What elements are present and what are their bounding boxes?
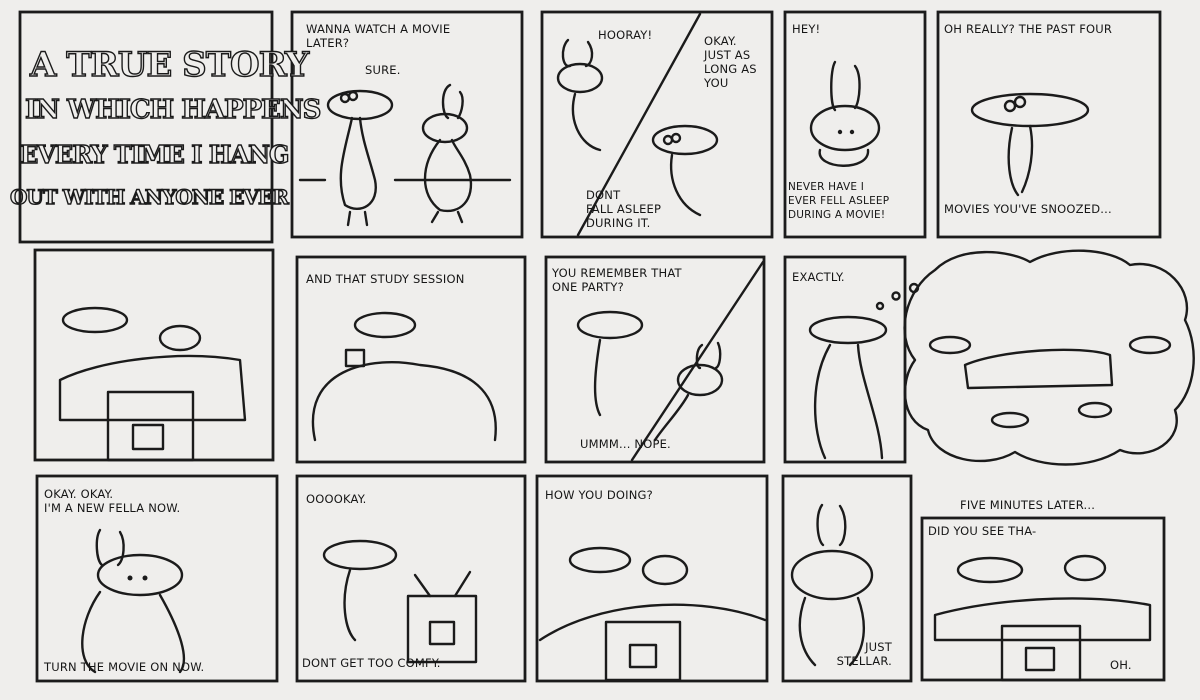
- couch-scene: [538, 546, 767, 682]
- speech-text: Oh really? The past four: [944, 22, 1113, 36]
- character-friend: [790, 503, 874, 667]
- speech-text: Did you see tha-: [928, 524, 1037, 538]
- speech-text: Turn the movie on now.: [44, 660, 205, 674]
- title-panel: [18, 10, 274, 244]
- thought-cloud: [903, 249, 1195, 466]
- panel-r2-2: [295, 255, 527, 464]
- character-cow: [808, 315, 888, 460]
- speech-text: Exactly.: [792, 270, 845, 284]
- panel-r3-3: [535, 474, 769, 683]
- panel-r3-4: [781, 474, 913, 683]
- speech-text: Okay. Just as long as you: [704, 34, 757, 90]
- speech-text: Okay. Okay. I'm a new fella now.: [44, 487, 181, 515]
- diagonal-divider: [576, 12, 702, 237]
- character-cow: [322, 539, 398, 642]
- panel-r1-5: [936, 10, 1162, 239]
- comic-title-line: In Which Happens: [24, 94, 322, 125]
- speech-text: Dont fall asleep during it.: [586, 188, 662, 230]
- character-friend: [556, 38, 604, 152]
- dream-scene: [928, 335, 1172, 429]
- speech-text: Ummm... nope.: [580, 437, 671, 451]
- character-friend: [809, 60, 881, 167]
- character-cow: [651, 124, 719, 217]
- tv: [406, 570, 478, 664]
- panel-r1-3: [540, 10, 774, 239]
- speech-text: Never have I ever fell asleep during a m…: [788, 181, 890, 221]
- character-friend: [421, 83, 473, 224]
- panel-r2-4: [783, 255, 907, 464]
- speech-text: Dont get too comfy.: [302, 656, 441, 670]
- character-cow: [326, 89, 394, 227]
- panel-r1-2: [290, 10, 524, 239]
- comic-title-line: Out With Anyone Ever: [9, 184, 289, 209]
- thought-bubble: [908, 282, 920, 294]
- character-friend: [81, 528, 186, 674]
- speech-text: How you doing?: [545, 488, 653, 502]
- speech-text: Just stellar.: [836, 640, 892, 668]
- panel-r2-1: [33, 248, 275, 462]
- speech-text: You remember that one party?: [552, 266, 682, 294]
- panel-frames: [18, 10, 1166, 683]
- panel-r1-4: [783, 10, 927, 239]
- speech-text: Hooray!: [598, 28, 653, 42]
- comic-title-line: A True Story: [29, 44, 310, 85]
- speech-text: And that study session: [306, 272, 465, 286]
- character-cow: [576, 310, 644, 417]
- panel-r3-1: [35, 474, 279, 683]
- panel-r3-2: [295, 474, 527, 683]
- character-friend: [653, 341, 724, 442]
- couch-scene: [933, 554, 1152, 682]
- speech-text: Five minutes later...: [960, 498, 1096, 512]
- character-cow: [970, 92, 1090, 197]
- comic-title-line: Every Time I Hang: [19, 139, 290, 169]
- speech-text: Sure.: [365, 63, 401, 77]
- couch-scene: [58, 306, 247, 462]
- panel-r2-3: [544, 255, 766, 464]
- study-scene: [311, 311, 497, 442]
- speech-text: Oh.: [1110, 658, 1132, 672]
- speech-text: Wanna watch a movie later?: [306, 22, 451, 50]
- speech-text: Ooookay.: [306, 492, 367, 506]
- speech-text: movies you've snoozed...: [944, 202, 1112, 216]
- thought-bubble: [875, 301, 885, 311]
- speech-text: Hey!: [792, 22, 821, 36]
- thought-bubble: [891, 291, 901, 301]
